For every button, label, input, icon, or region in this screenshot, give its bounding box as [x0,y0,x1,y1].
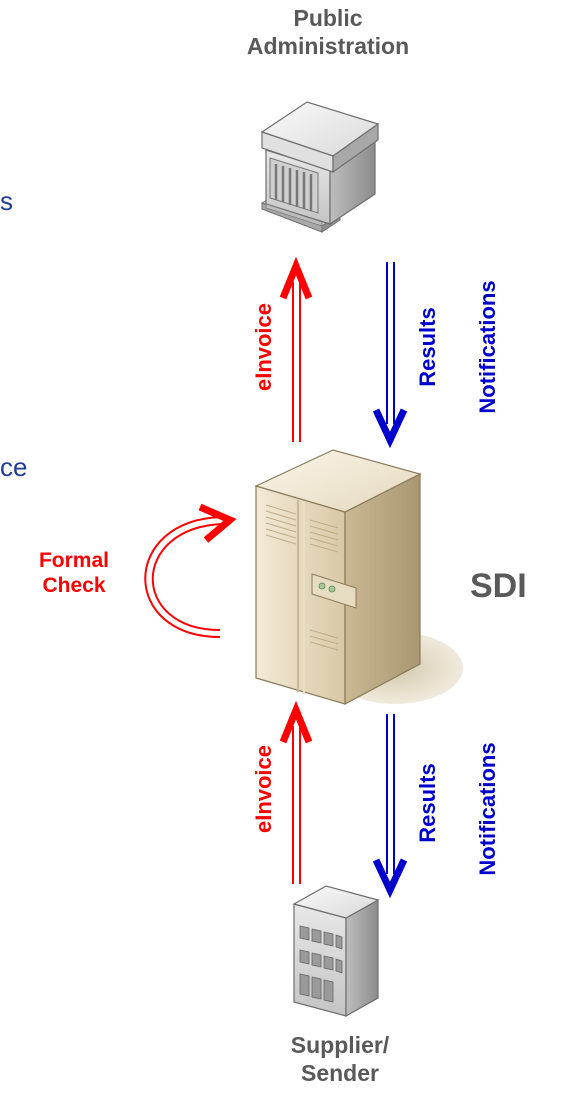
upper-results-arrow [372,262,408,449]
lower-results-arrow [372,714,408,899]
supplier-line2: Sender [301,1059,379,1086]
public-administration-icon [260,101,380,233]
upper-einvoice-arrow [279,256,313,442]
formal-check-label: Formal Check [18,548,130,598]
lower-einvoice-label: eInvoice [251,744,276,834]
cropped-text-fragment-s: s [0,186,13,216]
lower-notifications-label: Notifications [475,742,500,876]
sdi-server-icon [254,449,463,705]
supplier-line1: Supplier/ [290,1032,390,1058]
lower-einvoice-arrow [279,700,313,884]
upper-einvoice-label: eInvoice [251,302,276,392]
lower-results-label: Results [415,763,440,843]
supplier-label: Supplier/ Sender [250,1032,430,1087]
sdi-label: SDI [470,567,527,605]
formal-check-arrow [144,503,237,638]
public-administration-line1: Public [293,5,363,31]
formal-check-line2: Check [42,574,106,598]
cropped-text-fragment-ce: ce [0,452,28,482]
supplier-building-icon [292,885,380,1018]
public-administration-line2: Administration [246,32,410,59]
formal-check-line1: Formal [38,549,109,572]
upper-results-label: Results [415,307,440,387]
upper-notifications-label: Notifications [475,280,500,414]
public-administration-label: Public Administration [238,5,418,60]
